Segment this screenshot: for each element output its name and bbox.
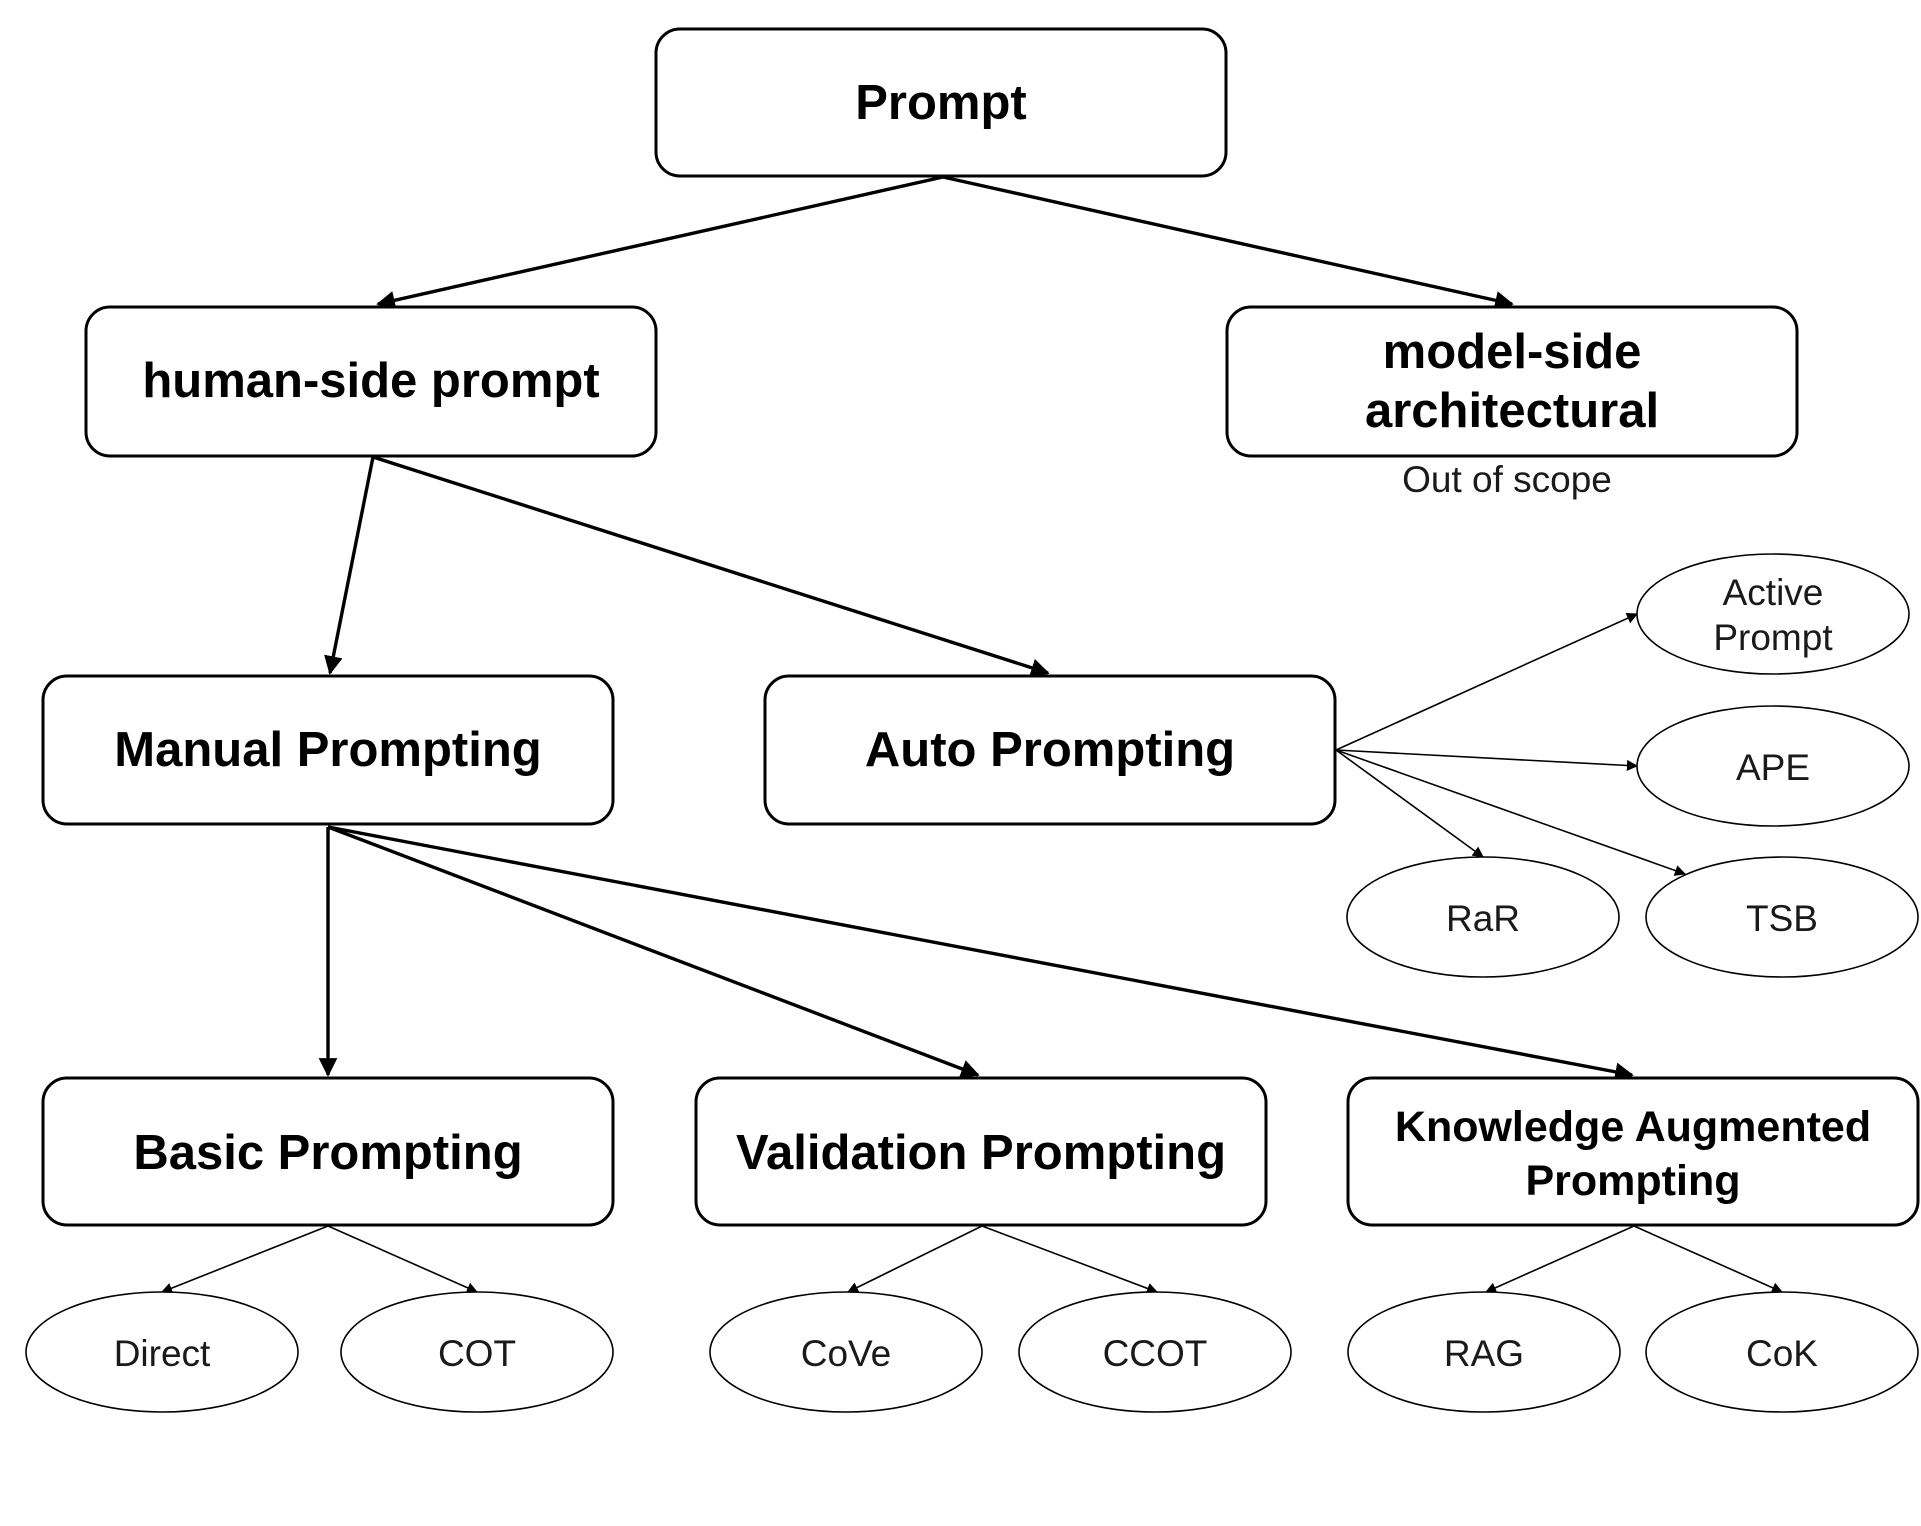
edge-knowledge-to-rag (1484, 1225, 1635, 1294)
node-manual-prompting: Manual Prompting (41, 674, 615, 826)
leaf-ape-label: APE (1736, 747, 1810, 788)
leaf-rag: RAG (1347, 1291, 1621, 1413)
node-prompt: Prompt (654, 27, 1228, 178)
node-auto-label: Auto Prompting (865, 723, 1235, 777)
node-basic-prompting: Basic Prompting (41, 1076, 615, 1227)
edge-human-side-to-auto (372, 455, 1050, 677)
leaf-ape: APE (1636, 705, 1910, 827)
edge-basic-to-cot (327, 1225, 479, 1294)
edge-human-side-to-manual (324, 456, 375, 675)
node-model-side-label-line1: model-side (1383, 325, 1642, 379)
leaf-ccot-label: CCOT (1103, 1333, 1208, 1374)
leaf-direct-label: Direct (114, 1333, 211, 1374)
leaf-tsb: TSB (1645, 856, 1919, 978)
edge-auto-to-tsb (1335, 749, 1687, 876)
node-manual-label: Manual Prompting (114, 723, 541, 777)
node-prompt-label: Prompt (855, 76, 1027, 130)
leaf-tsb-label: TSB (1746, 898, 1818, 939)
node-human-side-label: human-side prompt (142, 354, 599, 408)
leaf-cok: CoK (1645, 1291, 1919, 1413)
edge-prompt-to-model-side (942, 175, 1514, 310)
leaf-direct: Direct (25, 1291, 299, 1413)
node-knowledge-label-line1: Knowledge Augmented (1395, 1103, 1871, 1151)
leaf-cove-label: CoVe (801, 1333, 892, 1374)
leaf-cok-label: CoK (1746, 1333, 1818, 1374)
edge-knowledge-to-cok (1633, 1225, 1784, 1294)
node-validation-label: Validation Prompting (736, 1126, 1226, 1180)
leaf-edges (160, 613, 1784, 1294)
leaf-active-prompt-line2: Prompt (1713, 617, 1833, 658)
node-human-side-prompt: human-side prompt (84, 305, 658, 458)
leaf-rar: RaR (1346, 856, 1620, 978)
node-basic-label: Basic Prompting (133, 1126, 522, 1180)
edge-auto-to-active-prompt (1335, 613, 1639, 751)
leaf-rar-label: RaR (1446, 898, 1520, 939)
edge-auto-to-rar (1335, 749, 1484, 858)
edge-auto-to-ape (1335, 749, 1639, 772)
edge-prompt-to-human-side (376, 175, 944, 310)
leaf-ccot: CCOT (1018, 1291, 1292, 1413)
node-auto-prompting: Auto Prompting (763, 674, 1337, 826)
leaf-active-prompt-line1: Active (1723, 572, 1824, 613)
node-validation-prompting: Validation Prompting (694, 1076, 1268, 1227)
node-knowledge-label-line2: Prompting (1526, 1157, 1741, 1205)
node-model-side-architectural: model-side architectural (1225, 305, 1799, 458)
leaf-rag-label: RAG (1444, 1333, 1524, 1374)
edge-manual-to-knowledge (327, 825, 1634, 1082)
edge-validation-to-ccot (981, 1225, 1159, 1294)
edge-validation-to-cove (846, 1225, 983, 1293)
edge-basic-to-direct (160, 1225, 329, 1294)
out-of-scope-note: Out of scope (1402, 459, 1612, 500)
leaf-cove: CoVe (709, 1291, 983, 1413)
leaf-cot: COT (340, 1291, 614, 1413)
leaf-active-prompt: Active Prompt (1636, 553, 1910, 675)
node-model-side-label-line2: architectural (1365, 384, 1659, 438)
main-edges (318, 175, 1634, 1082)
edge-manual-to-validation (327, 825, 980, 1078)
leaf-cot-label: COT (438, 1333, 516, 1374)
node-knowledge-augmented-prompting: Knowledge Augmented Prompting (1346, 1076, 1920, 1227)
